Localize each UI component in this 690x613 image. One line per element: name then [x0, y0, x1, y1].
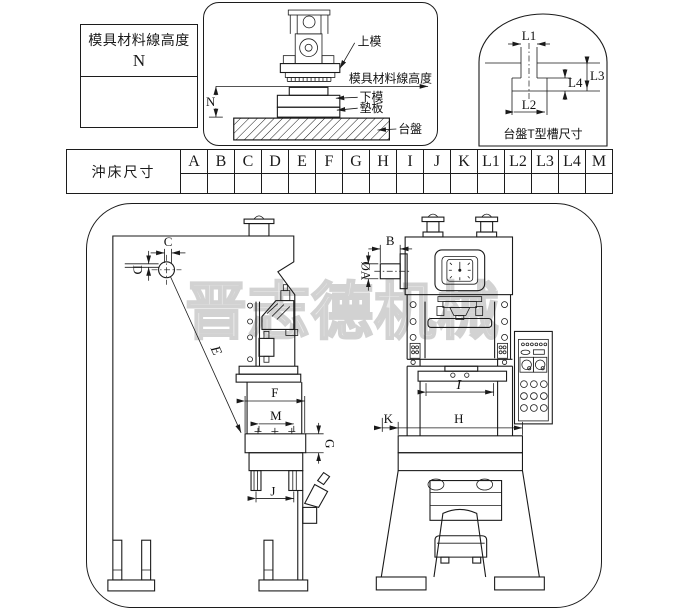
size-col-F: F	[315, 149, 343, 174]
size-col-L2: L2	[504, 149, 532, 174]
tslot-detail-diagram: L1 L4 L3 L2 台盤T型槽尺寸	[478, 13, 608, 147]
die-stack-diagram-box: 上模 模具材料線高度 下模 墊板 台盤 N	[203, 2, 438, 146]
dim-b: B	[386, 233, 395, 248]
l1-label: L1	[522, 28, 536, 43]
dome-outline	[478, 13, 608, 147]
size-col-J: J	[423, 149, 451, 174]
dim-c: C	[164, 234, 173, 249]
dim-j: J	[270, 483, 275, 498]
control-panel	[513, 330, 553, 425]
dim-h: H	[454, 411, 463, 426]
tslot-dimensions	[505, 41, 600, 115]
table-plate-label: 台盤	[398, 122, 422, 136]
dim-m: M	[270, 408, 282, 423]
size-table-row-label: 沖床尺寸	[66, 149, 181, 194]
side-view-dimensions	[146, 250, 324, 503]
die-stack-dimensions	[208, 42, 429, 132]
tslot-profile	[485, 43, 600, 100]
size-col-B: B	[207, 149, 235, 174]
size-col-K: K	[450, 149, 478, 174]
n-dim-label: N	[206, 95, 215, 109]
front-view-dimensions	[364, 244, 523, 435]
l3-label: L3	[590, 68, 604, 83]
die-height-legend-title: 模具材料線高度	[88, 32, 190, 48]
upper-die-label: 上模	[358, 35, 382, 49]
dim-d: D	[131, 265, 146, 274]
size-col-L1: L1	[477, 149, 505, 174]
die-height-legend-box: 模具材料線高度 N	[80, 24, 198, 128]
die-height-legend-header: 模具材料線高度 N	[81, 25, 197, 77]
l2-label: L2	[522, 97, 536, 112]
dim-k: K	[384, 411, 394, 426]
size-col-D: D	[261, 149, 289, 174]
tslot-caption: 台盤T型槽尺寸	[503, 126, 582, 141]
size-col-A: A	[180, 149, 208, 174]
size-col-E: E	[288, 149, 316, 174]
size-col-L3: L3	[531, 149, 559, 174]
l4-label: L4	[568, 75, 583, 90]
backing-plate-label: 墊板	[360, 101, 384, 115]
size-col-C: C	[234, 149, 262, 174]
size-col-H: H	[369, 149, 397, 174]
side-view	[107, 215, 331, 592]
dim-g: G	[323, 439, 338, 448]
size-col-I: I	[396, 149, 424, 174]
die-height-legend-symbol: N	[132, 51, 146, 70]
die-stack-diagram: 上模 模具材料線高度 下模 墊板 台盤 N	[206, 9, 432, 141]
material-line-label: 模具材料線高度	[349, 71, 432, 85]
lower-die-label: 下模	[360, 90, 384, 104]
dim-a: ØA	[358, 261, 373, 280]
machine-views-drawing: C D E F M G J	[107, 213, 553, 592]
dim-i: I	[456, 378, 463, 393]
dim-e: E	[206, 343, 224, 358]
size-table-value-row	[67, 173, 613, 194]
size-col-M: M	[585, 149, 613, 174]
size-col-L4: L4	[558, 149, 586, 174]
dim-f: F	[271, 385, 278, 400]
front-view	[374, 213, 545, 591]
machine-views-box: 晋志德机械	[86, 203, 602, 608]
size-col-G: G	[342, 149, 370, 174]
press-size-table: 沖床尺寸 A B C D E F G H I J K L1 L2 L3 L4 M	[66, 149, 613, 194]
